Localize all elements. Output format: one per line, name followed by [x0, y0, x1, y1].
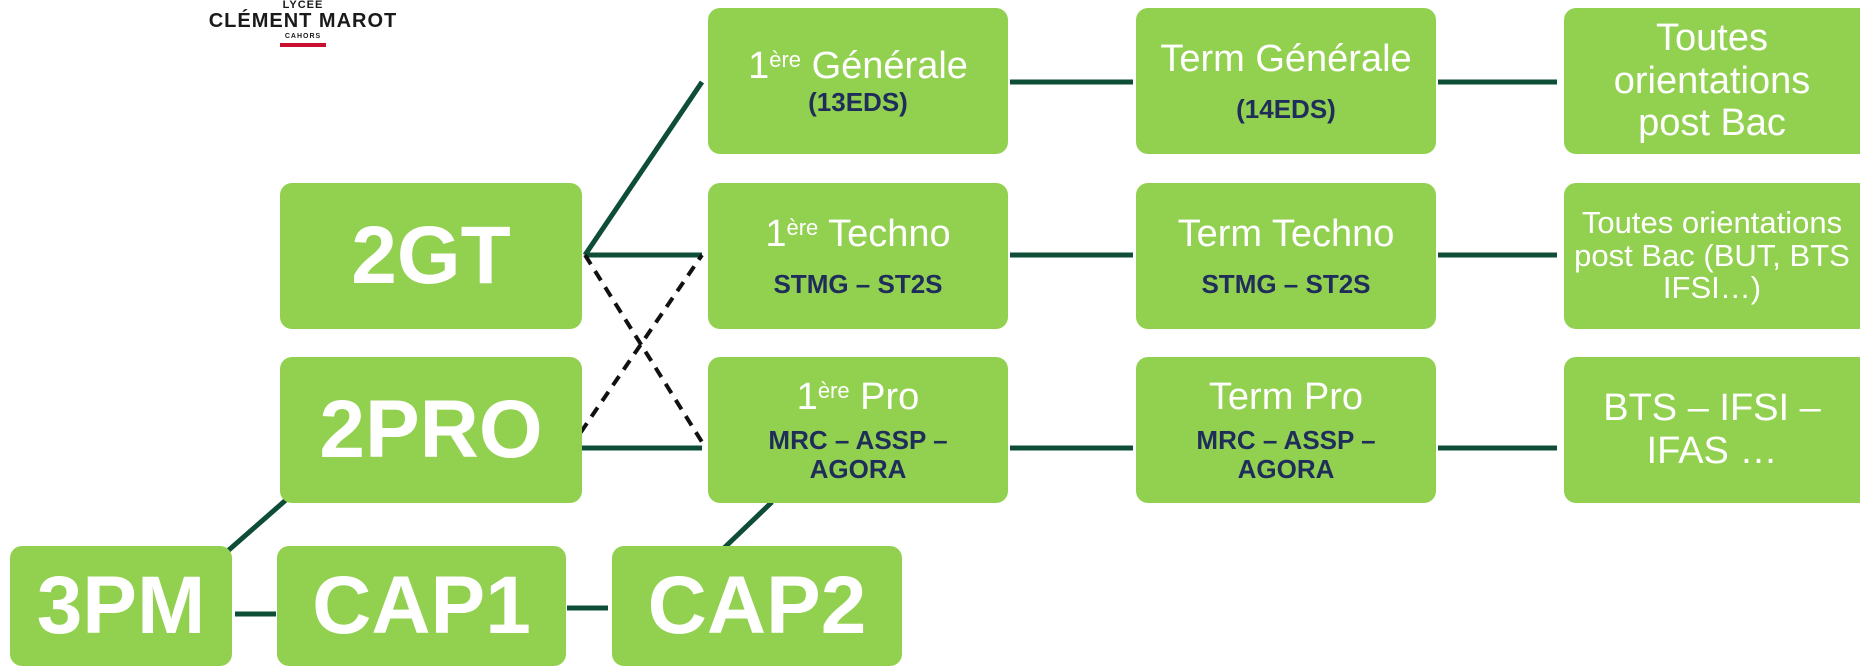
node-cap1-label: CAP1	[312, 560, 531, 651]
node-term-generale: Term Générale (14EDS)	[1136, 8, 1436, 154]
school-logo: LYCÉE CLÉMENT MAROT CAHORS	[198, 0, 408, 47]
node-term-pro: Term Pro MRC – ASSP – AGORA	[1136, 357, 1436, 503]
line-2gt-to-1ere-generale	[582, 80, 705, 257]
dashed-line-2pro-to-1ere-techno	[568, 253, 704, 450]
node-3pm-label: 3PM	[36, 560, 206, 651]
node-dest-techno: Toutes orientations post Bac (BUT, BTS I…	[1564, 183, 1860, 329]
node-term-techno-title: Term Techno	[1177, 212, 1395, 255]
node-dest-generale-label: Toutes orientations post Bac	[1613, 17, 1811, 145]
node-3pm: 3PM	[10, 546, 232, 666]
node-2pro: 2PRO	[280, 357, 582, 503]
logo-line2: CLÉMENT MAROT	[208, 10, 398, 32]
node-2pro-label: 2PRO	[319, 384, 543, 475]
node-term-generale-subtitle: (14EDS)	[1236, 93, 1336, 124]
node-2gt: 2GT	[280, 183, 582, 329]
logo-line1: LYCÉE	[282, 0, 324, 11]
node-term-pro-title: Term Pro	[1208, 375, 1364, 418]
node-dest-pro-label: BTS – IFSI – IFAS …	[1603, 387, 1821, 472]
node-dest-generale: Toutes orientations post Bac	[1564, 8, 1860, 154]
node-cap2-label: CAP2	[647, 560, 867, 651]
node-cap2: CAP2	[612, 546, 902, 666]
node-term-techno-subtitle: STMG – ST2S	[1201, 268, 1371, 299]
node-1ere-pro-subtitle: MRC – ASSP – AGORA	[768, 425, 948, 484]
node-dest-pro: BTS – IFSI – IFAS …	[1564, 357, 1860, 503]
logo-accent-bar	[280, 43, 326, 47]
line-cap2-to-1ere-pro	[722, 500, 774, 550]
line-3pm-to-2pro	[220, 490, 297, 558]
node-1ere-techno-subtitle: STMG – ST2S	[773, 268, 943, 299]
node-1ere-generale-title: 1ère Générale	[748, 44, 968, 87]
node-1ere-pro-title: 1ère Pro	[796, 375, 920, 418]
node-cap1: CAP1	[277, 546, 566, 666]
node-1ere-generale-subtitle: (13EDS)	[808, 86, 908, 117]
node-term-pro-subtitle: MRC – ASSP – AGORA	[1196, 425, 1376, 484]
node-2gt-label: 2GT	[351, 210, 511, 301]
node-1ere-generale: 1ère Générale (13EDS)	[708, 8, 1008, 154]
node-1ere-techno: 1ère Techno STMG – ST2S	[708, 183, 1008, 329]
node-1ere-pro: 1ère Pro MRC – ASSP – AGORA	[708, 357, 1008, 503]
node-dest-techno-label: Toutes orientations post Bac (BUT, BTS I…	[1574, 205, 1850, 306]
node-term-generale-title: Term Générale	[1160, 37, 1412, 80]
node-1ere-techno-title: 1ère Techno	[765, 212, 951, 255]
logo-line3: CAHORS	[284, 33, 322, 40]
node-term-techno: Term Techno STMG – ST2S	[1136, 183, 1436, 329]
